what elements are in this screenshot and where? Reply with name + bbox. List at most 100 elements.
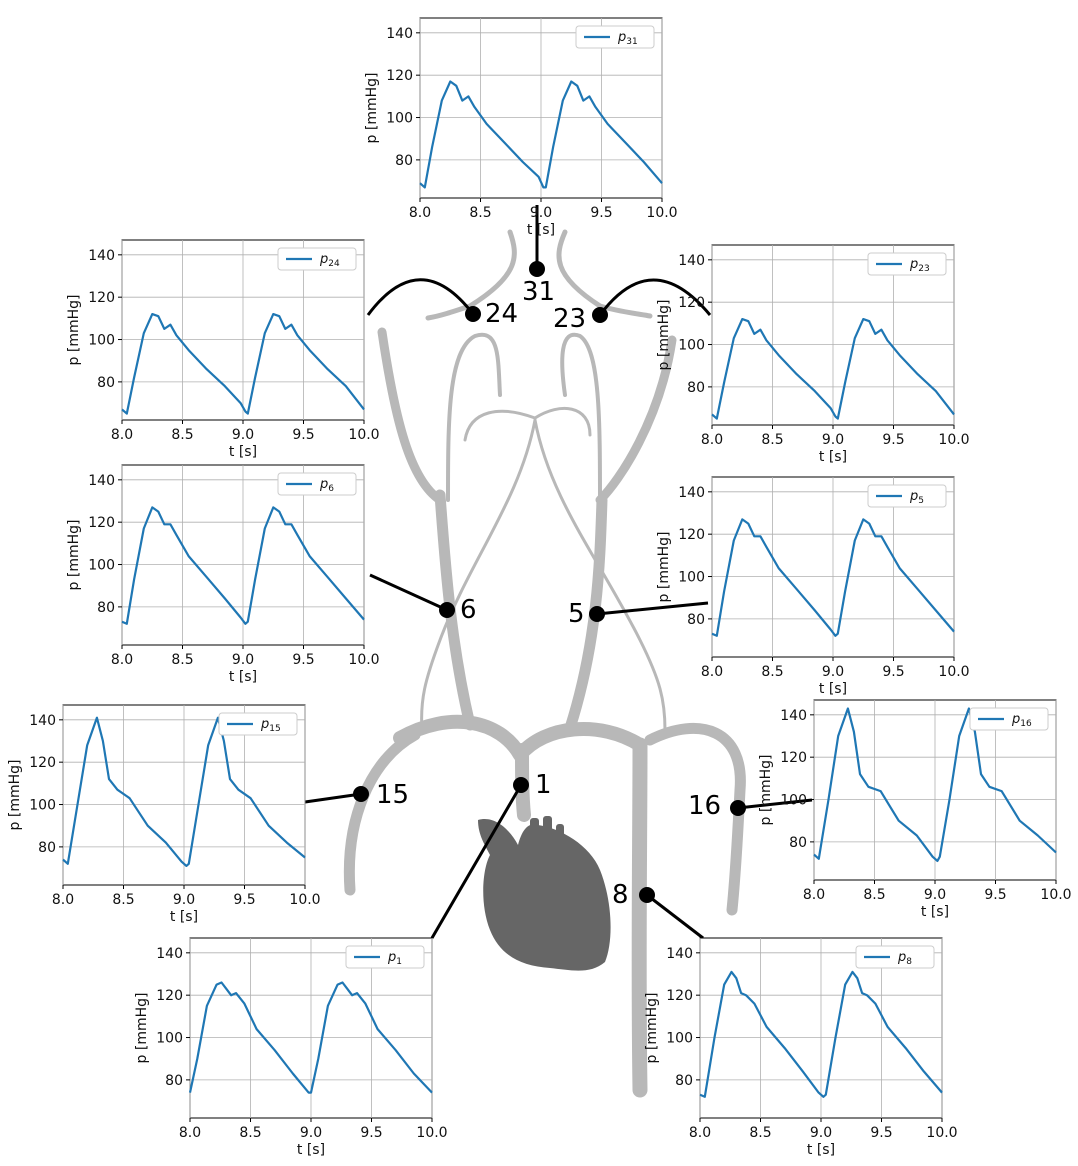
y-tick-label: 140 <box>678 253 705 269</box>
x-tick-label: 8.0 <box>111 652 133 668</box>
node-label-15: 15 <box>376 780 409 810</box>
legend-label-main: p <box>909 489 918 504</box>
vessel-cerebral-right-arc <box>560 332 602 507</box>
y-tick-label: 140 <box>386 26 413 42</box>
legend-box <box>277 472 357 496</box>
vessel-subclavian-right <box>644 722 746 916</box>
x-tick-label: 10.0 <box>646 205 677 221</box>
legend-box <box>969 707 1049 731</box>
x-tick-label: 8.5 <box>112 892 134 908</box>
connector-line-15 <box>304 792 362 804</box>
series-line-p23 <box>711 318 955 420</box>
y-tick-label: 120 <box>678 295 705 311</box>
legend-box <box>218 712 298 736</box>
legend-box <box>855 945 935 969</box>
series-line-p1 <box>188 981 433 1094</box>
y-tick-label: 80 <box>687 380 705 396</box>
series-line-p16 <box>813 707 1057 863</box>
node-dot-5 <box>589 606 605 622</box>
vessel-subclavian-left <box>343 729 421 896</box>
node-dot-8 <box>639 887 655 903</box>
node-label-8: 8 <box>612 880 629 910</box>
y-axis-label: p [mmHg] <box>758 755 774 826</box>
vessel-circle-of-willis-right <box>556 229 653 319</box>
node-dot-31 <box>529 261 545 277</box>
legend-label: p8 <box>897 950 912 967</box>
x-tick-label: 8.5 <box>863 887 885 903</box>
vessel-vertebral-left <box>420 418 537 732</box>
legend-label-main: p <box>260 717 269 732</box>
pressure-charts: 8.0 8.5 9.0 9.5 10.0 80 100 120 140 t [s] p [mmHg]… <box>7 17 1072 1158</box>
x-tick-label: 10.0 <box>926 1125 957 1141</box>
y-tick-label: 140 <box>678 485 705 501</box>
x-tick-label: 8.0 <box>689 1125 711 1141</box>
legend-label-main: p <box>319 252 328 267</box>
x-tick-label: 8.5 <box>171 652 193 668</box>
node-label-23: 23 <box>553 304 586 334</box>
node-dot-6 <box>439 602 455 618</box>
legend-label-main: p <box>319 477 328 492</box>
x-tick-label: 10.0 <box>348 652 379 668</box>
node-label-16: 16 <box>688 791 721 821</box>
x-tick-label: 8.0 <box>701 664 723 680</box>
heart-icon <box>478 816 611 971</box>
x-tick-label: 9.5 <box>233 892 255 908</box>
node-dot-1 <box>513 777 529 793</box>
x-axis-label: t [s] <box>297 1142 325 1158</box>
node-dot-23 <box>592 307 608 323</box>
y-axis-label: p [mmHg] <box>7 760 23 831</box>
x-axis-label: t [s] <box>807 1142 835 1158</box>
x-tick-label: 9.0 <box>924 887 946 903</box>
legend-label-subscript: 1 <box>396 957 402 967</box>
legend-label-main: p <box>387 950 396 965</box>
series-line-p5 <box>711 518 955 637</box>
x-tick-label: 9.5 <box>882 432 904 448</box>
legend-label: p1 <box>387 950 402 967</box>
x-tick-label: 10.0 <box>348 427 379 443</box>
x-tick-label: 8.0 <box>52 892 74 908</box>
y-tick-label: 120 <box>29 755 56 771</box>
x-tick-label: 10.0 <box>416 1125 447 1141</box>
y-axis-label: p [mmHg] <box>66 520 82 591</box>
connector-line-16 <box>737 798 813 810</box>
legend-label-subscript: 5 <box>918 496 924 506</box>
node-dot-24 <box>465 306 481 322</box>
y-tick-label: 100 <box>666 1031 693 1047</box>
x-tick-label: 9.5 <box>292 427 314 443</box>
x-tick-label: 8.0 <box>701 432 723 448</box>
node-dot-16 <box>730 800 746 816</box>
y-tick-label: 120 <box>780 750 807 766</box>
series-line-p31 <box>419 80 663 189</box>
y-tick-label: 120 <box>88 515 115 531</box>
x-tick-label: 8.5 <box>469 205 491 221</box>
y-axis-label: p [mmHg] <box>656 300 672 371</box>
legend-box <box>867 252 947 276</box>
y-tick-label: 80 <box>97 600 115 616</box>
legend-label-subscript: 8 <box>906 957 912 967</box>
y-tick-label: 140 <box>29 713 56 729</box>
y-tick-label: 120 <box>678 527 705 543</box>
x-tick-label: 10.0 <box>1040 887 1071 903</box>
node-label-6: 6 <box>460 595 477 625</box>
vessel-external-carotid-right <box>595 335 677 505</box>
x-tick-label: 9.5 <box>590 205 612 221</box>
y-tick-label: 120 <box>386 68 413 84</box>
x-tick-label: 8.0 <box>111 427 133 443</box>
x-tick-label: 9.5 <box>870 1125 892 1141</box>
y-tick-label: 80 <box>97 375 115 391</box>
y-tick-label: 120 <box>88 290 115 306</box>
y-tick-label: 140 <box>88 473 115 489</box>
x-tick-label: 8.0 <box>409 205 431 221</box>
vessel-basilar-right <box>533 406 592 437</box>
legend-box <box>345 945 425 969</box>
y-tick-label: 100 <box>88 333 115 349</box>
legend-label: p15 <box>260 717 281 734</box>
y-axis-label: p [mmHg] <box>364 73 380 144</box>
x-tick-label: 9.5 <box>360 1125 382 1141</box>
node-label-5: 5 <box>568 599 585 629</box>
y-tick-label: 100 <box>678 570 705 586</box>
